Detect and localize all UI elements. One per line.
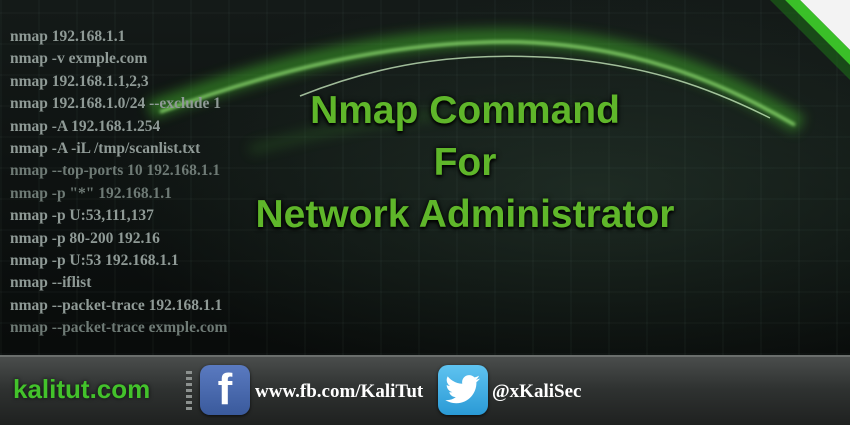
command-line: nmap --iflist: [10, 274, 92, 292]
footer-bar: kalitut.com f www.fb.com/KaliTut @xKaliS…: [0, 355, 850, 425]
twitter-icon[interactable]: [438, 365, 488, 415]
command-line: nmap -p U:53 192.168.1.1: [10, 252, 179, 270]
command-line: nmap -p "*" 192.168.1.1: [10, 184, 172, 202]
site-link[interactable]: kalitut.com: [13, 374, 151, 404]
command-line: nmap 192.168.1.1,2,3: [10, 72, 149, 90]
command-line: nmap --packet-trace 192.168.1.1: [10, 296, 223, 314]
command-line: nmap -v exmple.com: [10, 50, 148, 68]
headline-line-1: Nmap Command: [310, 89, 620, 132]
facebook-link[interactable]: www.fb.com/KaliTut: [255, 381, 424, 402]
corner-accent: [770, 0, 850, 80]
nmap-command-list: nmap 192.168.1.1 nmap -v exmple.com nmap…: [10, 26, 227, 340]
headline-line-2: For: [433, 141, 497, 184]
footer-divider: [186, 371, 192, 413]
green-light-swoosh: [146, 28, 805, 155]
command-line: nmap 192.168.1.1: [10, 28, 126, 45]
command-line: nmap -A 192.168.1.254: [10, 117, 161, 135]
command-line: nmap 192.168.1.0/24 --exclude 1: [10, 95, 221, 113]
command-line: nmap -p 80-200 192.16: [10, 229, 160, 247]
headline-line-3: Network Administrator: [255, 193, 675, 236]
background-texture: [0, 0, 850, 355]
command-line: nmap --top-ports 10 192.168.1.1: [10, 162, 221, 180]
command-line: nmap --packet-trace exmple.com: [10, 319, 228, 337]
command-line: nmap -p U:53,111,137: [10, 207, 154, 225]
command-line: nmap -A -iL /tmp/scanlist.txt: [10, 140, 201, 158]
twitter-handle[interactable]: @xKaliSec: [492, 381, 582, 402]
headline: Nmap Command For Network Administrator: [185, 85, 745, 241]
facebook-icon[interactable]: f: [200, 365, 250, 415]
twitter-bird-glyph: [445, 375, 480, 404]
